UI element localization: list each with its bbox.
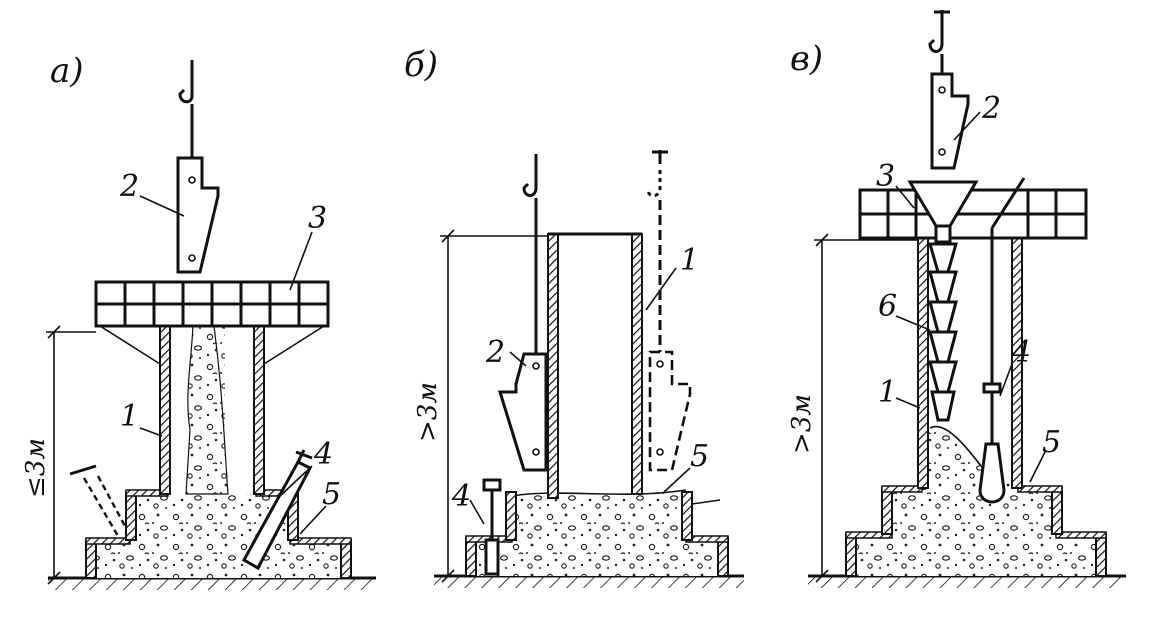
panel-b-letter: б) — [404, 45, 438, 85]
vibrator-tool — [978, 177, 1026, 504]
leader-lines — [139, 195, 327, 535]
concrete-bucket — [930, 72, 970, 170]
scaffold-platform — [94, 280, 330, 365]
callout-3: 3 — [876, 159, 895, 194]
concrete-bucket — [176, 156, 220, 274]
panel-c: в) — [787, 10, 1126, 588]
callout-5: 5 — [322, 477, 341, 512]
panel-a: а) — [21, 51, 376, 590]
callout-2: 2 — [485, 335, 505, 370]
concrete-bucket — [497, 352, 548, 472]
chute-funnel — [907, 180, 979, 244]
panel-b: б) — [404, 45, 744, 588]
crane-hook-dashed — [646, 150, 668, 352]
crane-hook — [928, 10, 950, 74]
concrete-bucket-dashed — [648, 350, 692, 472]
formwork — [845, 237, 1107, 577]
ground-strip — [434, 576, 744, 588]
column-form-right — [253, 325, 265, 495]
callout-2: 2 — [119, 169, 139, 204]
vibrator-tool — [482, 478, 502, 576]
ground-strip — [808, 576, 1126, 588]
callout-3: 3 — [308, 201, 327, 236]
vibrator-tool-dashed — [69, 464, 128, 537]
callout-6: 6 — [878, 289, 897, 324]
height-dimension — [440, 229, 548, 583]
scaffold-platform — [858, 188, 1088, 240]
panel-c-letter: в) — [790, 39, 823, 79]
ground-strip — [48, 578, 376, 590]
column-form-left — [547, 233, 559, 499]
concrete-mix — [474, 490, 720, 576]
crane-hook — [178, 60, 194, 158]
callout-4: 4 — [451, 479, 471, 514]
callout-1: 1 — [878, 375, 897, 410]
callout-4: 4 — [1011, 335, 1031, 370]
callout-1: 1 — [120, 399, 139, 434]
concrete-stream — [185, 285, 229, 495]
telescopic-chute — [928, 242, 958, 422]
leader-lines — [469, 267, 721, 525]
panel-a-letter: а) — [50, 51, 84, 91]
height-mark: >3м — [787, 394, 817, 454]
height-dimension — [46, 325, 96, 585]
column-form-right — [631, 233, 643, 495]
height-dimension — [814, 233, 918, 583]
callout-2: 2 — [981, 91, 1001, 126]
callout-1: 1 — [680, 243, 699, 278]
crane-hook — [522, 154, 538, 354]
height-mark: >3м — [413, 382, 443, 442]
column-form-left — [917, 237, 929, 489]
column-form-left — [159, 325, 171, 495]
callout-5: 5 — [1042, 425, 1061, 460]
callout-5: 5 — [690, 439, 709, 474]
concrete-mix — [852, 427, 1100, 576]
callout-4: 4 — [313, 437, 333, 472]
height-mark: ≤3м — [21, 438, 51, 498]
leader-lines — [895, 111, 1047, 483]
